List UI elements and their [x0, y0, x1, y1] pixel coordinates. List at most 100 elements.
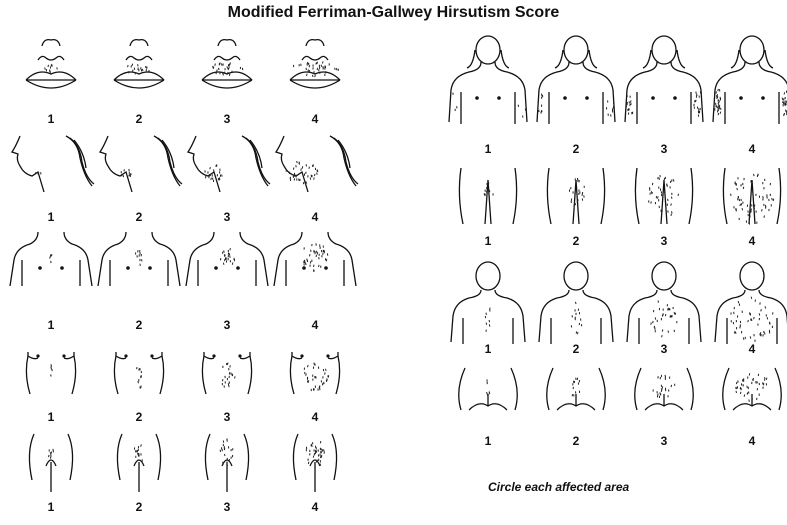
upper-arms-figure-icon: [445, 36, 531, 128]
chest-score-label: 2: [96, 318, 182, 332]
back-score-label: 1: [445, 342, 531, 356]
upper-abdomen-illustration-4[interactable]: [272, 350, 358, 398]
chest-score-label: 1: [8, 318, 94, 332]
upper-abdomen-score-label: 2: [96, 410, 182, 424]
chin-score-label: 1: [8, 210, 94, 224]
thighs-illustration-4[interactable]: [709, 166, 787, 226]
lower-back-figure-icon: [445, 366, 531, 416]
chin-illustration-4[interactable]: [272, 132, 358, 194]
lower-back-illustration-2[interactable]: [533, 366, 619, 416]
back-score-label: 4: [709, 342, 787, 356]
upper-arms-figure-icon: [621, 36, 707, 128]
back-illustration-1[interactable]: [445, 262, 531, 342]
upper-lip-figure-icon: [272, 40, 358, 100]
chest-illustration-2[interactable]: [96, 230, 182, 294]
thighs-figure-icon: [533, 166, 619, 226]
chin-figure-icon: [184, 132, 270, 194]
chin-figure-icon: [8, 132, 94, 194]
upper-abdomen-figure-icon: [8, 350, 94, 398]
upper-arms-illustration-1[interactable]: [445, 36, 531, 128]
thighs-score-label: 2: [533, 234, 619, 248]
upper-arms-illustration-4[interactable]: [709, 36, 787, 128]
chin-illustration-1[interactable]: [8, 132, 94, 194]
upper-abdomen-figure-icon: [96, 350, 182, 398]
upper-arms-figure-icon: [709, 36, 787, 128]
thighs-score-label: 4: [709, 234, 787, 248]
chest-figure-icon: [184, 230, 270, 294]
upper-arms-score-label: 4: [709, 142, 787, 156]
lower-abdomen-score-label: 2: [96, 500, 182, 514]
back-figure-icon: [709, 262, 787, 342]
lower-abdomen-illustration-4[interactable]: [272, 432, 358, 494]
chest-score-label: 3: [184, 318, 270, 332]
thighs-figure-icon: [445, 166, 531, 226]
back-figure-icon: [533, 262, 619, 342]
upper-abdomen-figure-icon: [184, 350, 270, 398]
lower-abdomen-figure-icon: [272, 432, 358, 494]
chin-score-label: 4: [272, 210, 358, 224]
back-figure-icon: [445, 262, 531, 342]
upper-arms-figure-icon: [533, 36, 619, 128]
chest-score-label: 4: [272, 318, 358, 332]
page-title: Modified Ferriman-Gallwey Hirsutism Scor…: [0, 4, 787, 22]
upper-abdomen-illustration-1[interactable]: [8, 350, 94, 398]
upper-lip-illustration-1[interactable]: [8, 40, 94, 100]
lower-abdomen-score-label: 4: [272, 500, 358, 514]
lower-abdomen-figure-icon: [184, 432, 270, 494]
lower-back-figure-icon: [533, 366, 619, 416]
lower-abdomen-illustration-3[interactable]: [184, 432, 270, 494]
upper-lip-illustration-3[interactable]: [184, 40, 270, 100]
upper-lip-illustration-2[interactable]: [96, 40, 182, 100]
thighs-figure-icon: [709, 166, 787, 226]
lower-back-illustration-3[interactable]: [621, 366, 707, 416]
upper-lip-score-label: 4: [272, 112, 358, 126]
chin-illustration-2[interactable]: [96, 132, 182, 194]
thighs-score-label: 3: [621, 234, 707, 248]
chin-figure-icon: [96, 132, 182, 194]
chest-figure-icon: [96, 230, 182, 294]
lower-back-score-label: 2: [533, 434, 619, 448]
chest-figure-icon: [272, 230, 358, 294]
upper-abdomen-score-label: 3: [184, 410, 270, 424]
lower-abdomen-illustration-2[interactable]: [96, 432, 182, 494]
upper-lip-score-label: 3: [184, 112, 270, 126]
upper-abdomen-score-label: 4: [272, 410, 358, 424]
upper-arms-illustration-2[interactable]: [533, 36, 619, 128]
lower-back-score-label: 4: [709, 434, 787, 448]
back-illustration-3[interactable]: [621, 262, 707, 342]
lower-abdomen-score-label: 1: [8, 500, 94, 514]
lower-abdomen-score-label: 3: [184, 500, 270, 514]
back-figure-icon: [621, 262, 707, 342]
lower-back-illustration-1[interactable]: [445, 366, 531, 416]
upper-lip-figure-icon: [184, 40, 270, 100]
lower-back-figure-icon: [709, 366, 787, 416]
chest-figure-icon: [8, 230, 94, 294]
back-illustration-2[interactable]: [533, 262, 619, 342]
lower-back-figure-icon: [621, 366, 707, 416]
lower-back-illustration-4[interactable]: [709, 366, 787, 416]
lower-back-score-label: 1: [445, 434, 531, 448]
upper-abdomen-illustration-2[interactable]: [96, 350, 182, 398]
thighs-illustration-3[interactable]: [621, 166, 707, 226]
chest-illustration-4[interactable]: [272, 230, 358, 294]
upper-arms-score-label: 1: [445, 142, 531, 156]
upper-arms-illustration-3[interactable]: [621, 36, 707, 128]
upper-lip-illustration-4[interactable]: [272, 40, 358, 100]
lower-abdomen-illustration-1[interactable]: [8, 432, 94, 494]
back-illustration-4[interactable]: [709, 262, 787, 342]
upper-abdomen-illustration-3[interactable]: [184, 350, 270, 398]
upper-lip-figure-icon: [96, 40, 182, 100]
lower-abdomen-figure-icon: [96, 432, 182, 494]
thighs-figure-icon: [621, 166, 707, 226]
chin-illustration-3[interactable]: [184, 132, 270, 194]
thighs-illustration-1[interactable]: [445, 166, 531, 226]
back-score-label: 2: [533, 342, 619, 356]
chin-score-label: 3: [184, 210, 270, 224]
chest-illustration-3[interactable]: [184, 230, 270, 294]
thighs-illustration-2[interactable]: [533, 166, 619, 226]
chest-illustration-1[interactable]: [8, 230, 94, 294]
instruction-text: Circle each affected area: [488, 480, 629, 494]
upper-arms-score-label: 2: [533, 142, 619, 156]
upper-arms-score-label: 3: [621, 142, 707, 156]
upper-lip-score-label: 2: [96, 112, 182, 126]
